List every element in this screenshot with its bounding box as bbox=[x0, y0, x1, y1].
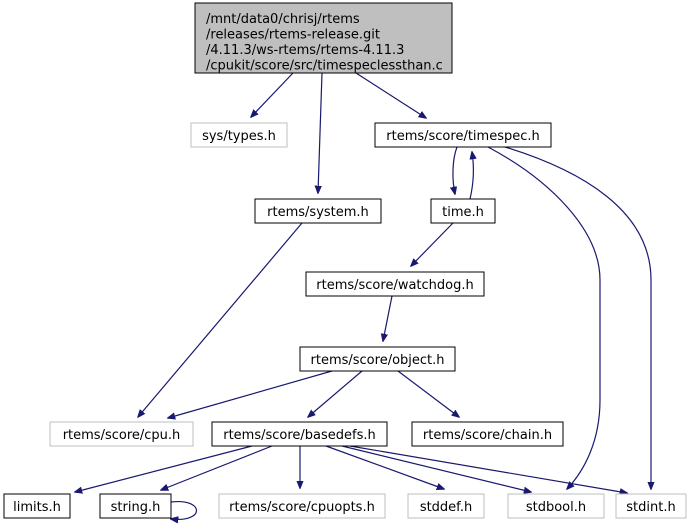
node-stdbool: stdbool.h bbox=[507, 493, 605, 519]
node-box bbox=[615, 493, 687, 519]
root-node-label-line: /mnt/data0/chrisj/rtems bbox=[206, 12, 360, 27]
node-box bbox=[299, 346, 456, 372]
node-box bbox=[254, 198, 382, 224]
edge-timespec-to-time bbox=[453, 146, 458, 194]
edge-root-to-sys_types bbox=[251, 72, 294, 117]
node-chain[interactable]: rtems/score/chain.h bbox=[411, 421, 564, 447]
edge-time-to-timespec bbox=[470, 152, 473, 200]
node-label: stdint.h bbox=[626, 500, 675, 515]
edge-object-to-cpu bbox=[168, 370, 333, 418]
node-timespec[interactable]: rtems/score/timespec.h bbox=[374, 122, 552, 148]
node-box bbox=[305, 271, 485, 297]
edge-root-to-timespec bbox=[355, 72, 426, 118]
node-label: rtems/score/chain.h bbox=[423, 428, 552, 443]
edge-watchdog-to-object bbox=[383, 295, 393, 341]
node-label: rtems/score/cpu.h bbox=[63, 428, 181, 443]
edge-timespec-to-stdint bbox=[504, 146, 651, 489]
node-object[interactable]: rtems/score/object.h bbox=[299, 346, 456, 372]
edge-timespec-to-stdbool bbox=[487, 146, 601, 489]
edge-object-to-basedefs bbox=[308, 370, 363, 417]
edge-basedefs-to-stdbool bbox=[341, 445, 531, 492]
node-label: rtems/system.h bbox=[267, 205, 369, 220]
node-label: rtems/score/cpuopts.h bbox=[229, 500, 375, 515]
node-box bbox=[430, 198, 496, 224]
edge-basedefs-to-string bbox=[161, 445, 273, 490]
node-box bbox=[407, 493, 485, 519]
edge-basedefs-to-stddef bbox=[325, 445, 444, 489]
node-cpuopts: rtems/score/cpuopts.h bbox=[218, 493, 386, 519]
node-label: rtems/score/timespec.h bbox=[386, 129, 539, 144]
node-label: sys/types.h bbox=[202, 129, 276, 144]
node-label: string.h bbox=[111, 500, 161, 515]
node-box bbox=[49, 421, 194, 447]
node-watchdog[interactable]: rtems/score/watchdog.h bbox=[305, 271, 485, 297]
node-label: rtems/score/basedefs.h bbox=[223, 428, 376, 443]
edges-layer bbox=[75, 72, 651, 520]
node-label: stdbool.h bbox=[526, 500, 586, 515]
edge-basedefs-to-stdint bbox=[349, 445, 627, 493]
node-box bbox=[190, 122, 288, 148]
node-box bbox=[211, 421, 388, 447]
node-box bbox=[411, 421, 564, 447]
node-box bbox=[218, 493, 386, 519]
node-system[interactable]: rtems/system.h bbox=[254, 198, 382, 224]
node-sys-types: sys/types.h bbox=[190, 122, 288, 148]
root-node-box bbox=[194, 2, 453, 74]
edge-root-to-system bbox=[318, 72, 323, 193]
node-label: time.h bbox=[442, 205, 484, 220]
node-stdint: stdint.h bbox=[615, 493, 687, 519]
node-label: rtems/score/watchdog.h bbox=[316, 278, 473, 293]
node-cpu: rtems/score/cpu.h bbox=[49, 421, 194, 447]
edge-time-to-watchdog bbox=[411, 222, 454, 266]
edge-basedefs-to-limits bbox=[75, 445, 253, 492]
node-limits[interactable]: limits.h bbox=[3, 493, 71, 519]
node-stddef: stddef.h bbox=[407, 493, 485, 519]
nodes-layer: /mnt/data0/chrisj/rtems/releases/rtems-r… bbox=[3, 2, 687, 519]
node-box bbox=[3, 493, 71, 519]
node-box bbox=[374, 122, 552, 148]
node-label: limits.h bbox=[13, 500, 61, 515]
root-node[interactable]: /mnt/data0/chrisj/rtems/releases/rtems-r… bbox=[194, 2, 453, 74]
node-time[interactable]: time.h bbox=[430, 198, 496, 224]
root-node-label-line: /releases/rtems-release.git bbox=[206, 28, 380, 43]
edge-string-to-string bbox=[171, 501, 198, 520]
edge-system-to-cpu bbox=[138, 222, 303, 417]
node-label: rtems/score/object.h bbox=[311, 353, 445, 368]
node-box bbox=[99, 493, 172, 519]
root-node-label-line: /cpukit/score/src/timespeclessthan.c bbox=[206, 59, 443, 74]
node-box bbox=[507, 493, 605, 519]
edge-object-to-chain bbox=[397, 370, 459, 417]
node-basedefs[interactable]: rtems/score/basedefs.h bbox=[211, 421, 388, 447]
node-string[interactable]: string.h bbox=[99, 493, 172, 519]
root-node-label-line: /4.11.3/ws-rtems/rtems-4.11.3 bbox=[206, 43, 404, 58]
node-label: stddef.h bbox=[420, 500, 472, 515]
